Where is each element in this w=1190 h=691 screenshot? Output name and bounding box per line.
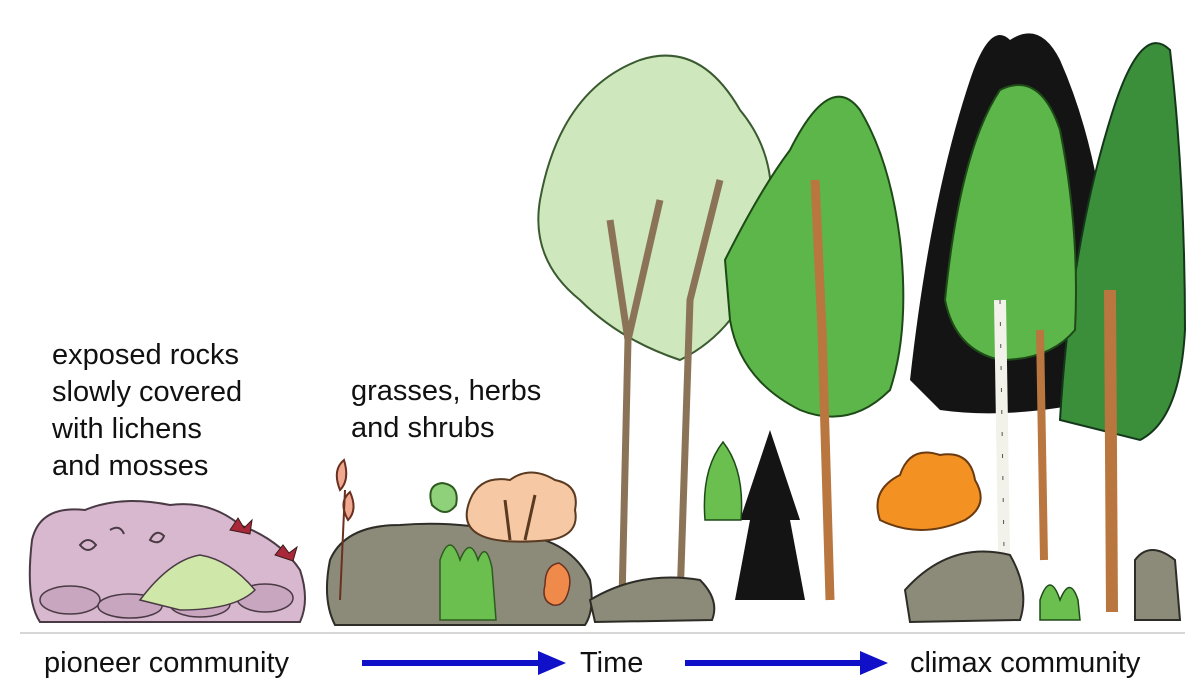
caption-line: grasses, herbs xyxy=(351,375,542,407)
herb-shrub-stage xyxy=(326,458,593,626)
climax-community-label: climax community xyxy=(910,647,1141,679)
pioneer-rocks xyxy=(28,500,306,623)
caption-line: slowly covered xyxy=(52,376,243,408)
time-label: Time xyxy=(580,647,644,679)
caption-line: with lichens xyxy=(52,413,202,445)
timeline-arrow-right xyxy=(685,651,888,675)
caption-line: and shrubs xyxy=(351,412,495,444)
pioneer-community-label: pioneer community xyxy=(44,647,289,679)
timeline-arrow-left xyxy=(362,651,566,675)
caption-line: exposed rocks xyxy=(52,339,239,371)
climax-forest-stage xyxy=(876,33,1187,624)
young-forest-stage xyxy=(537,54,905,624)
caption-line: and mosses xyxy=(52,450,209,482)
stage-caption-pioneer: exposed rocks slowly covered with lichen… xyxy=(52,337,242,485)
stage-caption-herbs: grasses, herbs and shrubs xyxy=(351,373,541,447)
